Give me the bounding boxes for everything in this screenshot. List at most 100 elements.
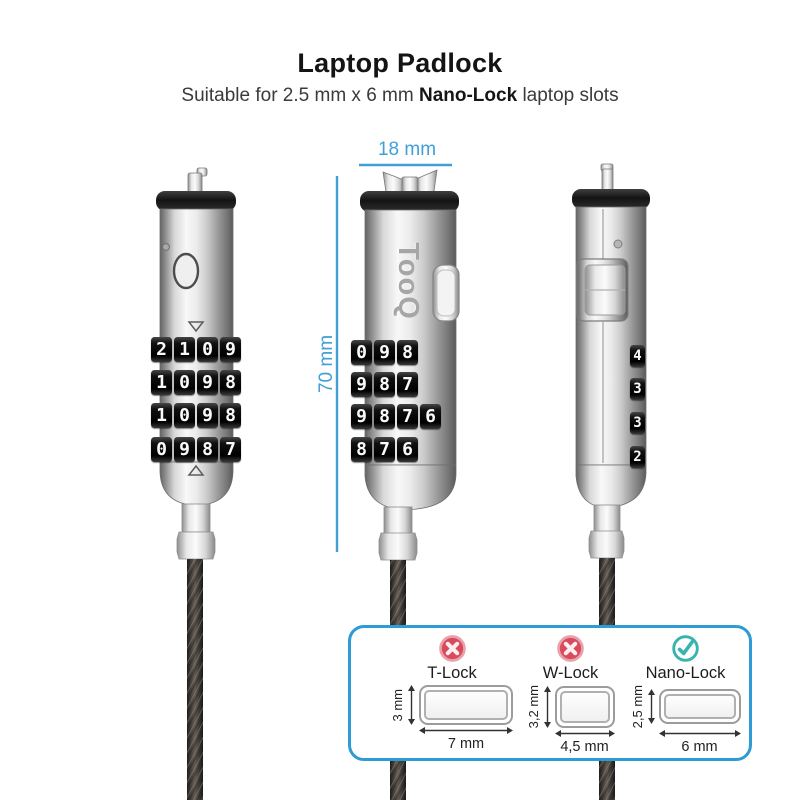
side-button-face	[436, 269, 456, 317]
dial-marker-bottom	[187, 464, 205, 476]
page-subtitle: Suitable for 2.5 mm x 6 mm Nano-Lock lap…	[0, 85, 800, 107]
slot-shape	[419, 685, 513, 725]
compatibility-panel: T-Lock 3 mm 7 mm	[348, 625, 752, 761]
dial-digit: 9	[220, 337, 241, 362]
slot-type-t-lock: T-Lock 3 mm 7 mm	[390, 632, 513, 758]
dial-digit: 0	[174, 370, 195, 395]
page-title: Laptop Padlock	[297, 48, 503, 78]
lock-body-bottom	[575, 464, 647, 508]
dial-digit: 0	[151, 437, 172, 462]
dial-digit: 7	[220, 437, 241, 462]
screw	[613, 239, 623, 249]
slot-shape-inner	[424, 690, 508, 720]
padlock-front-view	[156, 167, 236, 800]
slot-dimensions: 3,2 mm 4,5 mm	[525, 685, 615, 756]
dial-digit: 2	[630, 446, 645, 468]
rubber-cap	[572, 189, 650, 209]
dial-digit: 1	[174, 337, 195, 362]
dial-digit: 0	[351, 340, 372, 365]
dial-digit: 8	[374, 404, 395, 429]
rubber-cap	[360, 191, 459, 212]
slot-type-nano-lock: Nano-Lock 2,5 mm 6 mm	[628, 632, 743, 758]
vertical-dimension-arrow	[647, 689, 655, 725]
dial-digit: 1	[151, 403, 172, 428]
dial-digit: 0	[174, 403, 195, 428]
vertical-dimension-arrow	[408, 685, 415, 725]
slot-height-label: 3,2 mm	[525, 685, 541, 729]
vertical-dimension-arrow	[543, 685, 551, 728]
dial-digit: 3	[630, 412, 645, 434]
dial-digit: 9	[197, 403, 218, 428]
combination-dial-edge: 3	[630, 412, 645, 434]
dial-digit: 9	[374, 340, 395, 365]
slot-height-label: 2,5 mm	[629, 685, 645, 729]
security-cable	[187, 559, 203, 800]
dial-digit: 8	[197, 437, 218, 462]
cable-neck	[383, 506, 413, 535]
slot-shape	[658, 689, 741, 725]
dial-digit: 0	[197, 337, 218, 362]
cable-ferrule	[588, 530, 625, 559]
dimension-lines	[335, 163, 452, 552]
slot-name: Nano-Lock	[645, 664, 726, 682]
incompatible-cross-icon	[557, 635, 584, 662]
brand-logo: TooQ	[392, 242, 424, 320]
lock-body-bottom	[364, 464, 457, 511]
dial-digit: 7	[397, 372, 418, 397]
slot-shape-inner	[559, 690, 610, 723]
dial-digit: 8	[351, 437, 372, 462]
slot-height-label: 3 mm	[390, 688, 405, 722]
dial-marker-top	[187, 321, 205, 333]
reset-button	[172, 252, 200, 290]
dial-digit: 7	[397, 404, 418, 429]
width-dimension-label: 18 mm	[377, 139, 437, 160]
dial-digit: 6	[420, 404, 441, 429]
dial-digit: 9	[351, 404, 372, 429]
combination-dial-edge: 2	[630, 446, 645, 468]
slot-dimensions: 3 mm 7 mm	[390, 685, 513, 752]
dial-digit: 2	[151, 337, 172, 362]
horizontal-dimension-arrow	[658, 730, 741, 738]
cable-neck	[593, 504, 621, 533]
subtitle-prefix: Suitable for 2.5 mm x 6 mm	[181, 85, 419, 106]
slot-name: W-Lock	[542, 664, 599, 682]
combination-dial-edge: 3	[630, 378, 645, 400]
slot-width-label: 4,5 mm	[560, 739, 609, 756]
slot-type-w-lock: W-Lock 3,2 mm 4,5 mm	[513, 632, 628, 758]
cable-neck	[181, 503, 211, 533]
slot-width-label: 6 mm	[681, 739, 718, 756]
slot-width-label: 7 mm	[447, 736, 485, 752]
screw	[162, 243, 170, 251]
rubber-cap	[156, 191, 236, 211]
dial-digit: 6	[397, 437, 418, 462]
horizontal-dimension-arrow	[419, 727, 513, 734]
dial-digit: 9	[197, 370, 218, 395]
dial-digit: 7	[374, 437, 395, 462]
cable-ferrule	[176, 531, 216, 560]
dial-digit: 4	[630, 345, 645, 367]
dial-digit: 3	[630, 378, 645, 400]
slot-shape-inner	[663, 694, 736, 720]
combination-dial-edge: 4	[630, 345, 645, 367]
dial-digit: 8	[220, 370, 241, 395]
dial-digit: 9	[174, 437, 195, 462]
dial-digit: 8	[397, 340, 418, 365]
dial-digit: 8	[220, 403, 241, 428]
dial-digit: 1	[151, 370, 172, 395]
subtitle-suffix: laptop slots	[517, 85, 619, 106]
subtitle-slot-type: Nano-Lock	[418, 85, 518, 106]
cable-ferrule	[378, 532, 418, 561]
horizontal-dimension-arrow	[554, 730, 615, 738]
incompatible-cross-icon	[438, 635, 466, 662]
lock-body-bottom	[159, 461, 234, 507]
dial-digit: 8	[374, 372, 395, 397]
